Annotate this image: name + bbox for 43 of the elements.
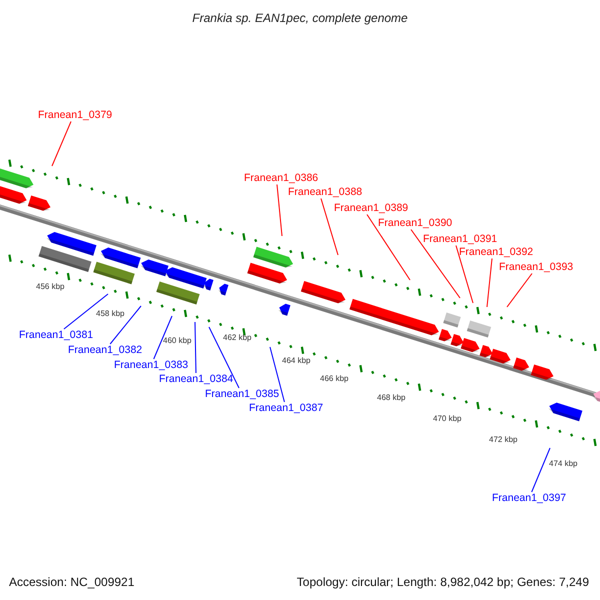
gene-label: Franean1_0386 [244, 172, 318, 184]
scale-label: 460 kbp [163, 337, 192, 345]
leader-line [270, 346, 285, 402]
gene-label: Franean1_0381 [19, 329, 94, 342]
gene-label: Franean1_0388 [288, 186, 362, 198]
scale-label: 466 kbp [320, 375, 348, 383]
gene-label: Franean1_0392 [459, 246, 534, 258]
leader-line [52, 121, 72, 166]
gene-label: Franean1_0387 [249, 402, 324, 414]
scale-label: 470 kbp [433, 415, 462, 423]
scale-label: 456 kbp [36, 283, 64, 291]
leader-line [366, 214, 410, 280]
scale-label: 474 kbp [549, 460, 578, 468]
gene-label: Franean1_0389 [334, 202, 408, 214]
leader-line [110, 306, 142, 344]
leader-line [276, 184, 282, 236]
gene-label: Franean1_0390 [378, 217, 452, 230]
leader-line [410, 229, 460, 298]
gene-label: Franean1_0393 [499, 261, 574, 274]
leader-line [194, 322, 196, 374]
leader-line [320, 198, 338, 256]
leader-line [506, 273, 532, 308]
gene-label: Franean1_0384 [159, 373, 234, 386]
leader-line [63, 294, 108, 330]
leader-line [531, 448, 550, 492]
gene-label: Franean1_0382 [68, 344, 142, 356]
gene-label: Franean1_0397 [492, 492, 566, 504]
gene-label: Franean1_0383 [114, 359, 188, 372]
scale-label: 472 kbp [489, 436, 518, 444]
scale-label: 468 kbp [377, 394, 406, 402]
leader-line [208, 326, 240, 388]
scale-label: 462 kbp [223, 334, 252, 342]
title: Frankia sp. EAN1pec, complete genome [191, 12, 409, 24]
gene-label: Franean1_0391 [423, 233, 498, 246]
leader-line [486, 258, 492, 308]
genome-info-text: Topology: circular; Length: 8,982,042 bp; Genes: 7,249 [296, 576, 589, 588]
leader-line [456, 245, 474, 304]
scale-label: 464 kbp [282, 357, 310, 365]
leader-line [153, 316, 172, 360]
gene-label: Franean1_0385 [205, 388, 280, 400]
scale-label: 458 kbp [96, 310, 124, 318]
accession-text: Accession: NC_009921 [9, 576, 134, 588]
gene-label: Franean1_0379 [38, 109, 112, 122]
